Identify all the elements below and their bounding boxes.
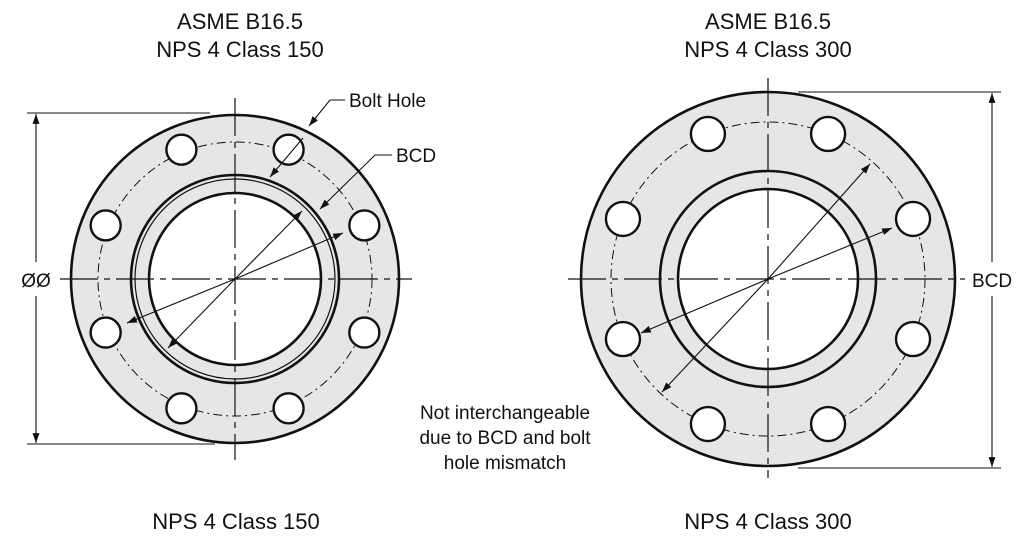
left-bolt-hole <box>348 316 381 349</box>
right-flange: BCD <box>568 78 1012 478</box>
bolt-hole-callout: Bolt Hole <box>349 91 426 112</box>
left-bolt-hole <box>348 209 381 242</box>
bcd-leader <box>319 154 392 210</box>
left-bolt-hole <box>89 209 122 242</box>
left-standard-title: ASME B16.5 <box>177 9 303 34</box>
right-bolt-hole <box>689 405 727 443</box>
left-bolt-hole <box>165 392 198 425</box>
right-bolt-hole <box>894 320 932 358</box>
right-designation-title: NPS 4 Class 300 <box>684 37 852 62</box>
bcd-callout: BCD <box>396 146 436 167</box>
left-hole-arrow-2 <box>126 278 236 324</box>
bolt-hole-leader <box>308 99 345 127</box>
right-bottom-label: NPS 4 Class 300 <box>684 509 852 534</box>
left-bolt-hole <box>272 392 305 425</box>
left-bolt-hole <box>165 133 198 166</box>
right-bolt-hole <box>809 115 847 153</box>
note-line-1: Not interchangeable <box>420 403 590 424</box>
left-od-label: ØØ <box>21 271 51 292</box>
right-bolt-hole <box>894 200 932 238</box>
left-hole-arrow <box>234 232 344 280</box>
right-bolt-hole <box>604 200 642 238</box>
left-bcd-arrow-2 <box>167 278 236 349</box>
left-bottom-label: NPS 4 Class 150 <box>152 509 320 534</box>
left-bcd-arrow <box>234 210 303 280</box>
right-bcd-arrow-2 <box>661 278 769 393</box>
right-dim-label: BCD <box>972 271 1012 292</box>
left-bolt-hole <box>89 316 122 349</box>
right-bolt-hole <box>809 405 847 443</box>
right-hole-arrow <box>767 227 893 280</box>
right-standard-title: ASME B16.5 <box>705 9 831 34</box>
right-bolt-hole <box>689 115 727 153</box>
left-flange: Bolt Hole BCD ØØ <box>16 91 436 460</box>
left-designation-title: NPS 4 Class 150 <box>156 37 324 62</box>
right-hole-arrow-2 <box>640 278 769 334</box>
right-bolt-hole <box>604 320 642 358</box>
note-line-2: due to BCD and bolt <box>419 428 591 449</box>
bolt-hole-leader-2 <box>269 137 304 178</box>
right-bcd-arrow <box>767 163 871 280</box>
left-bolt-hole <box>272 133 305 166</box>
note-line-3: hole mismatch <box>444 453 567 474</box>
